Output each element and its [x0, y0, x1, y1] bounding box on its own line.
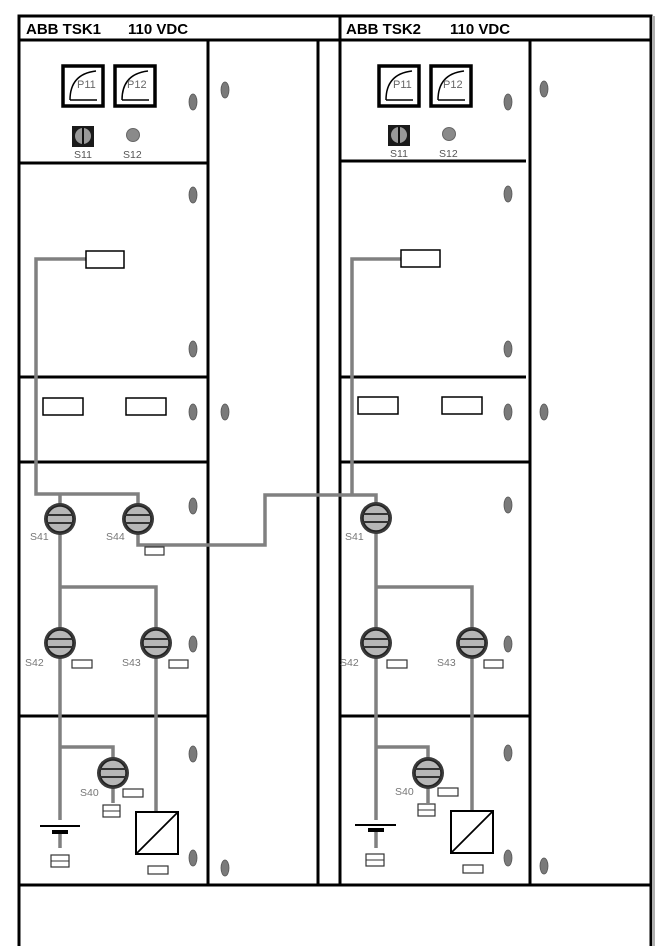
- dc-converter-icon: [450, 810, 494, 854]
- selector-switch-s11[interactable]: [72, 126, 94, 147]
- selector-s11-label: S11: [390, 148, 408, 160]
- door-handle-icon: [503, 340, 513, 358]
- meter-p12-label: P12: [443, 79, 463, 91]
- lamp-s12-label: S12: [123, 149, 142, 161]
- door-handle-icon: [503, 635, 513, 653]
- door-handle-icon: [539, 80, 549, 98]
- door-handle-icon: [188, 93, 198, 111]
- switch-s42-label: S42: [25, 657, 44, 669]
- door-handle-icon: [220, 859, 230, 877]
- rotary-switch-s40[interactable]: [411, 756, 445, 790]
- door-handle-icon: [503, 93, 513, 111]
- door-handle-icon: [539, 857, 549, 875]
- switch-s40-label: S40: [80, 787, 99, 799]
- switch-s43-label: S43: [437, 657, 456, 669]
- indicator-lamp-s12: [442, 127, 456, 141]
- battery-icon: [355, 824, 396, 832]
- switch-s44-label: S44: [106, 531, 125, 543]
- meter-p11-label: P11: [393, 79, 412, 91]
- switch-s43-label: S43: [122, 657, 141, 669]
- rotary-switch-s43[interactable]: [139, 626, 173, 660]
- door-handle-icon: [188, 635, 198, 653]
- door-handle-icon: [188, 403, 198, 421]
- cabinet-frame: [17, 14, 653, 951]
- selector-s11-label: S11: [74, 149, 92, 161]
- door-handle-icon: [503, 496, 513, 514]
- door-handle-icon: [503, 403, 513, 421]
- door-handle-icon: [503, 185, 513, 203]
- terminal-slots: [42, 249, 483, 416]
- switch-s40-label: S40: [395, 786, 414, 798]
- rotary-switch-s42[interactable]: [43, 626, 77, 660]
- meter-p12: P12: [429, 64, 473, 108]
- battery-icon: [40, 825, 80, 834]
- rotary-switch-s40[interactable]: [96, 756, 130, 790]
- door-handle-icon: [188, 186, 198, 204]
- rotary-switch-s41[interactable]: [359, 501, 393, 535]
- door-handle-icon: [188, 745, 198, 763]
- rotary-switch-s42[interactable]: [359, 626, 393, 660]
- switch-s41-label: S41: [345, 531, 364, 543]
- door-handle-icon: [220, 81, 230, 99]
- wiring: [34, 257, 474, 848]
- cabinet-2-title: ABB TSK2: [346, 21, 421, 38]
- fuse-icon: [417, 803, 436, 817]
- cabinet-2-voltage: 110 VDC: [450, 21, 510, 38]
- cabinet-1-title: ABB TSK1: [26, 21, 101, 38]
- meter-p12: P12: [113, 64, 157, 108]
- fuse-icon: [102, 804, 121, 818]
- rotary-switch-s43[interactable]: [455, 626, 489, 660]
- cabinet-2-instruments: P11 P12 S11 S12: [377, 64, 473, 160]
- door-handle-icon: [188, 497, 198, 515]
- meter-p11-label: P11: [77, 79, 96, 91]
- cabinet-1-voltage: 110 VDC: [128, 21, 188, 38]
- meter-p11: P11: [61, 64, 105, 108]
- meter-p11: P11: [377, 64, 421, 108]
- indicator-lamp-s12: [126, 128, 140, 142]
- door-handle-icon: [188, 849, 198, 867]
- selector-switch-s11[interactable]: [388, 125, 410, 146]
- switch-s41-label: S41: [30, 531, 49, 543]
- door-handle-icon: [220, 403, 230, 421]
- fuse-icon: [365, 853, 385, 867]
- rotary-switch-s44[interactable]: [121, 502, 155, 536]
- door-handle-icon: [539, 403, 549, 421]
- meter-p12-label: P12: [127, 79, 147, 91]
- fuse-icon: [50, 854, 70, 868]
- door-handle-icon: [503, 849, 513, 867]
- door-handle-icon: [188, 340, 198, 358]
- dc-converter-icon: [135, 811, 179, 855]
- door-handles: [188, 80, 549, 877]
- switch-s42-label: S42: [340, 657, 359, 669]
- rotary-switch-s41[interactable]: [43, 502, 77, 536]
- lamp-s12-label: S12: [439, 148, 458, 160]
- door-handle-icon: [503, 744, 513, 762]
- cabinet-1-instruments: P11 P12 S11 S12: [61, 64, 157, 161]
